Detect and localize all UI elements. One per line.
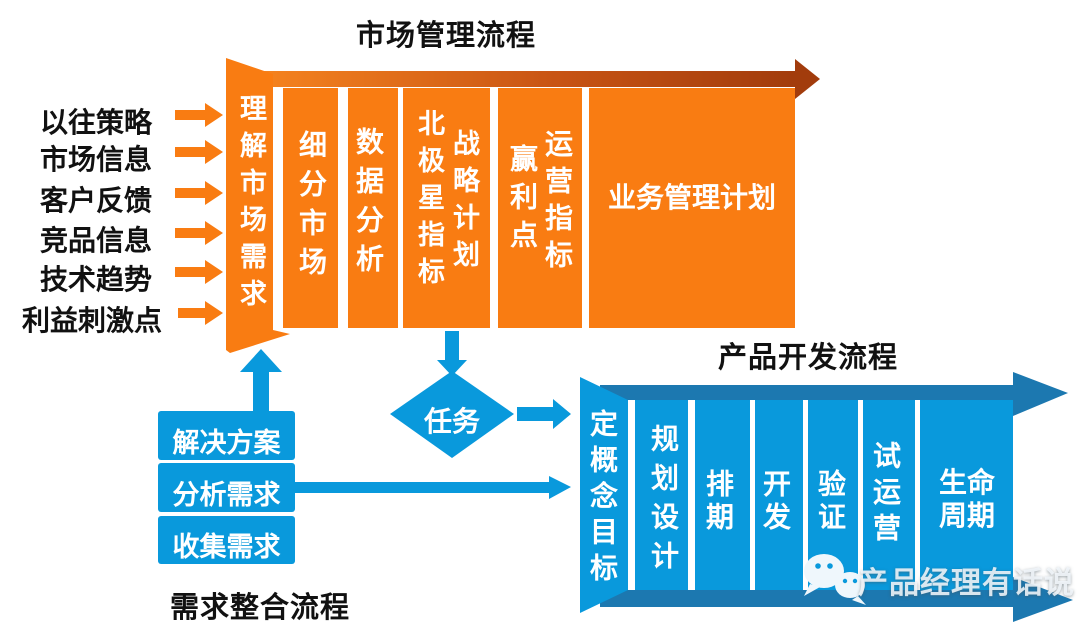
product-stage-develop-label: 开发 <box>760 469 791 535</box>
product-stage-schedule-label: 排期 <box>703 469 734 535</box>
task-down-arrow <box>437 331 467 376</box>
task-diamond <box>390 371 514 458</box>
market-stage-business-plan-label: 业务管理计划 <box>607 182 776 213</box>
input-label-customer-feedback: 客户反馈 <box>39 185 152 216</box>
product-bottom-arrow <box>600 577 1073 622</box>
input-arrow-4 <box>175 221 223 245</box>
requirement-box-collect-shape <box>158 516 295 564</box>
market-stage-data-analysis-label: 数据分析 <box>353 127 384 283</box>
input-label-benefit-trigger: 利益刺激点 <box>21 305 162 336</box>
product-stage-develop-shape <box>755 400 803 590</box>
input-label-competitor-info: 竞品信息 <box>39 225 152 256</box>
input-arrow-5 <box>175 260 223 284</box>
product-stage-verify-label: 验证 <box>815 469 846 535</box>
requirement-box-collect-label: 收集需求 <box>172 532 281 562</box>
market-stage-data-analysis-shape <box>348 88 398 328</box>
product-stage-planning-shape <box>635 400 688 590</box>
requirement-box-solution-shape <box>158 411 295 460</box>
market-process-title: 市场管理流程 <box>356 20 537 52</box>
product-stage-lifecycle-label: 生命周期 <box>938 467 995 531</box>
product-stage-schedule-shape <box>695 400 750 590</box>
task-diamond-label: 任务 <box>423 406 480 437</box>
market-stage-understand-shape <box>226 58 290 353</box>
market-stage-northstar-shape <box>403 88 490 328</box>
product-top-arrow <box>600 372 1068 416</box>
market-stage-northstar-label: 北极星指标 <box>414 109 444 294</box>
requirement-box-analyze-shape <box>158 463 295 512</box>
market-stage-ops-metrics-label: 运营指标 <box>542 129 573 277</box>
market-stage-segment-label: 细分市场 <box>296 130 327 286</box>
requirement-box-analyze-label: 分析需求 <box>172 480 281 510</box>
watermark-text: 产品经理有话说 <box>858 567 1075 600</box>
task-right-arrow <box>517 399 571 429</box>
requirements-process-title: 需求整合流程 <box>170 592 351 622</box>
requirement-box-solution-label: 解决方案 <box>172 428 281 458</box>
input-label-market-info: 市场信息 <box>39 144 152 175</box>
product-stage-planning-label: 规划设计 <box>648 424 679 580</box>
product-stage-trial-shape <box>863 400 915 590</box>
market-stage-business-plan-shape <box>589 88 795 328</box>
product-stage-lifecycle-shape <box>920 400 1013 590</box>
market-stage-segment-shape <box>283 88 338 328</box>
market-stage-strategy-plan-label: 战略计划 <box>449 129 479 277</box>
input-arrow-3 <box>175 181 223 205</box>
input-arrow-1 <box>175 103 223 127</box>
product-process-title: 产品开发流程 <box>718 342 899 374</box>
market-stage-profit-point-label: 赢利点 <box>507 144 538 258</box>
product-stage-concept-label: 定概念目标 <box>587 409 618 589</box>
input-label-tech-trend: 技术趋势 <box>39 264 152 295</box>
market-stage-understand-label: 理解市场需求 <box>236 94 266 316</box>
product-stage-concept-shape <box>580 377 628 613</box>
market-stage-profit-shape <box>498 88 582 328</box>
input-arrows <box>175 103 223 325</box>
input-arrow-6 <box>178 301 223 325</box>
product-stage-trial-label: 试运营 <box>870 441 901 549</box>
input-label-past-strategy: 以往策略 <box>39 107 152 138</box>
analyze-to-product-arrow <box>295 476 571 499</box>
wechat-icon <box>804 554 866 605</box>
input-arrow-2 <box>175 140 223 164</box>
market-top-arrow <box>262 59 820 99</box>
feedback-up-arrow <box>240 349 282 411</box>
